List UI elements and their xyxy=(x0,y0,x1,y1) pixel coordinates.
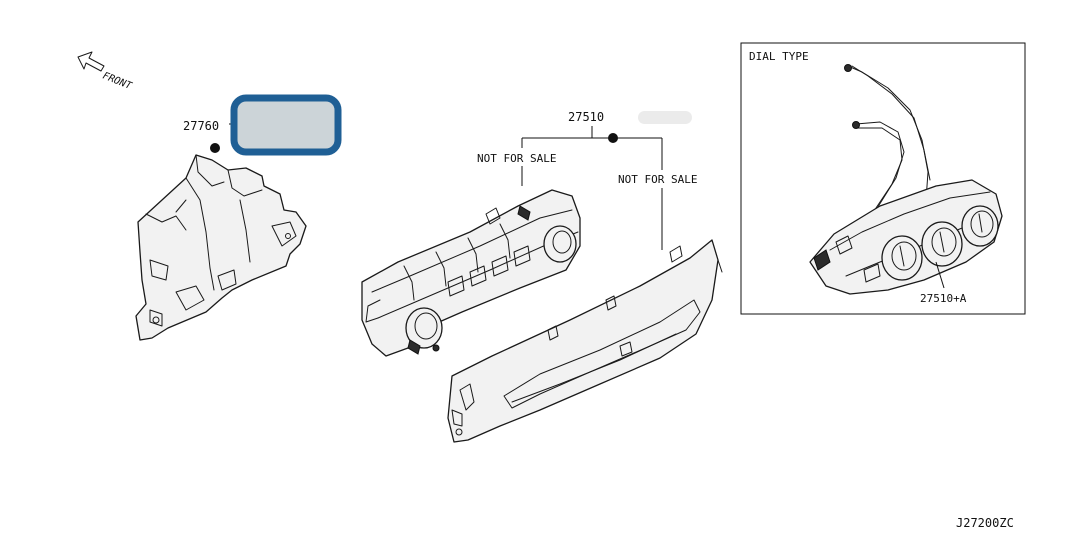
inset-title: DIAL TYPE xyxy=(749,50,809,63)
part-number-27760: 27760 xyxy=(183,119,219,133)
highlight-box xyxy=(230,94,342,156)
diagram-code: J27200ZC xyxy=(956,516,1014,530)
dial-control-unit xyxy=(809,64,1003,295)
faded-pill xyxy=(638,111,692,124)
dial-unit-leader-line xyxy=(935,261,945,289)
bracket-part xyxy=(135,154,307,341)
control-unit-leader xyxy=(521,126,663,250)
not-for-sale-left: NOT FOR SALE xyxy=(477,152,556,165)
front-label: FRONT xyxy=(101,71,134,93)
climate-control-unit xyxy=(361,189,581,357)
finisher-panel xyxy=(447,239,723,443)
part-number-27510: 27510 xyxy=(568,110,604,124)
part-number-27510-a: 27510+A xyxy=(920,292,967,305)
bracket-callout-dot xyxy=(210,143,220,153)
control-unit-callout-dot xyxy=(608,133,618,143)
front-arrow-icon xyxy=(77,51,105,72)
not-for-sale-right: NOT FOR SALE xyxy=(618,173,697,186)
